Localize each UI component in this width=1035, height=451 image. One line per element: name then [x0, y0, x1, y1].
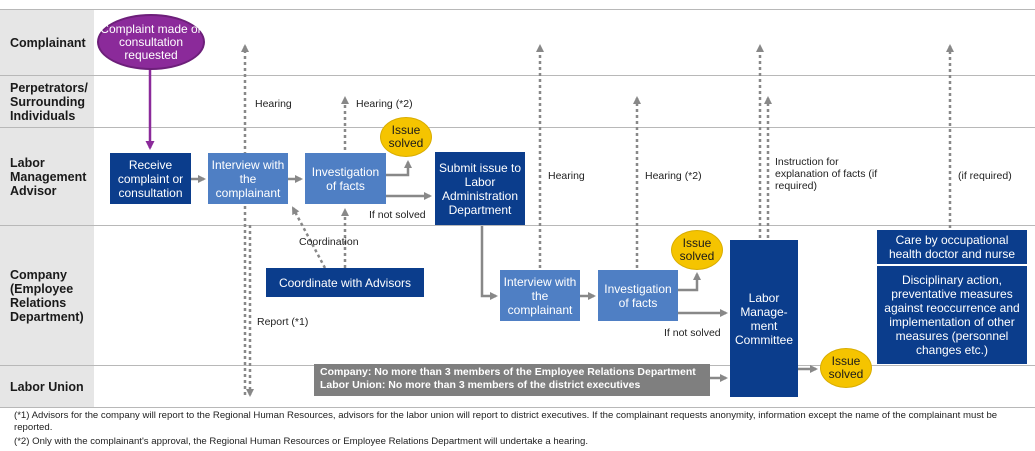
issue-solved-3: Issue solved [820, 348, 872, 388]
investigation-advisor-label: Investigation of facts [311, 164, 380, 193]
lane-label-advisor: Labor Management Advisor [10, 155, 87, 198]
issue-solved-1-label: Issue solved [388, 123, 424, 150]
instruction-label: Instruction for explanation of facts (if… [775, 156, 878, 192]
receive-complaint-label: Receive complaint or consultation [117, 157, 184, 200]
lane-divider [0, 75, 1035, 76]
lane-divider [0, 9, 1035, 10]
lane-label-complainant: Complainant [10, 35, 86, 50]
lane-label-union: Labor Union [10, 379, 84, 394]
disciplinary-label: Disciplinary action, preventative measur… [884, 273, 1020, 357]
issue-solved-2: Issue solved [671, 230, 723, 270]
report-label: Report (*1) [257, 316, 309, 328]
hearing-label-3: Hearing [548, 170, 585, 182]
interview-advisor-label: Interview with the complainant [211, 157, 285, 200]
footnote-1: (*1) Advisors for the company will repor… [14, 410, 998, 433]
investigation-advisor-box: Investigation of facts [305, 153, 386, 204]
hearing-label-1: Hearing [255, 98, 292, 110]
care-box: Care by occupational health doctor and n… [877, 230, 1027, 264]
investigation-company-label: Investigation of facts [604, 281, 672, 310]
lane-divider [0, 127, 1035, 128]
committee-box: Labor Manage-ment Committee [730, 240, 798, 397]
hearing-label-4: Hearing (*2) [645, 170, 702, 182]
interview-company-box: Interview with the complainant [500, 270, 580, 321]
issue-solved-2-label: Issue solved [679, 236, 715, 263]
composition-union: Labor Union: No more than 3 members of t… [320, 379, 641, 391]
complaint-made-node: Complaint made or consultation requested [97, 14, 205, 70]
lane-complainant: Complainant [0, 10, 94, 75]
lane-advisor: Labor Management Advisor [0, 128, 94, 225]
issue-solved-1: Issue solved [380, 117, 432, 157]
disciplinary-box: Disciplinary action, preventative measur… [877, 266, 1027, 364]
interview-advisor-box: Interview with the complainant [208, 153, 288, 204]
if-not-solved-label-1: If not solved [369, 209, 426, 221]
hearing-label-2: Hearing (*2) [356, 98, 413, 110]
coordinate-label: Coordinate with Advisors [278, 275, 412, 290]
lane-label-perpetrators: Perpetrators/ Surrounding Individuals [10, 80, 88, 123]
coordinate-box: Coordinate with Advisors [266, 268, 424, 297]
lane-company: Company (Employee Relations Department) [0, 226, 94, 365]
lane-union: Labor Union [0, 366, 94, 407]
investigation-company-box: Investigation of facts [598, 270, 678, 321]
lane-divider [0, 225, 1035, 226]
submit-issue-box: Submit issue to Labor Administration Dep… [435, 152, 525, 225]
lane-perpetrators: Perpetrators/ Surrounding Individuals [0, 76, 94, 127]
footnote-2: (*2) Only with the complainant's approva… [14, 436, 589, 447]
if-not-solved-label-2: If not solved [664, 327, 721, 339]
interview-company-label: Interview with the complainant [503, 274, 577, 317]
composition-company: Company: No more than 3 members of the E… [320, 366, 696, 378]
lane-divider [0, 407, 1035, 408]
issue-solved-3-label: Issue solved [828, 354, 864, 381]
complaint-made-label: Complaint made or consultation requested [100, 21, 202, 62]
care-label: Care by occupational health doctor and n… [888, 233, 1016, 261]
committee-label: Labor Manage-ment Committee [734, 290, 793, 347]
lane-label-company: Company (Employee Relations Department) [10, 267, 84, 324]
submit-issue-label: Submit issue to Labor Administration Dep… [438, 160, 522, 217]
receive-complaint-box: Receive complaint or consultation [110, 153, 191, 204]
if-required-label: (if required) [958, 170, 1012, 182]
composition-box: Company: No more than 3 members of the E… [314, 364, 710, 396]
coordination-label: Coordination [299, 236, 359, 248]
